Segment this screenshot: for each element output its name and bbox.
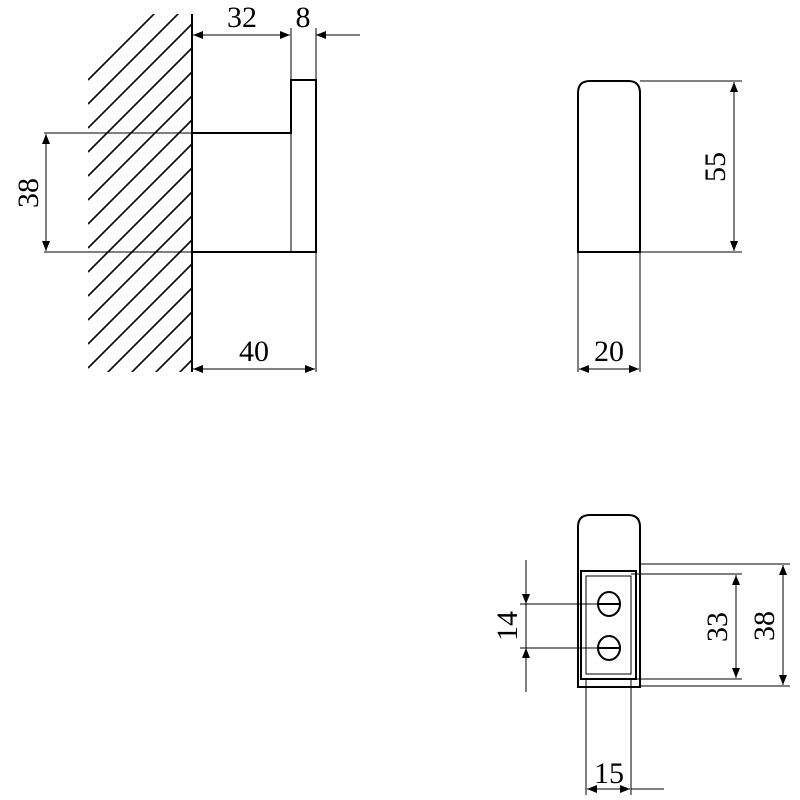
dimension-label-15: 15	[594, 757, 624, 790]
hatch-line	[88, 432, 192, 536]
hatch-line	[88, 47, 192, 153]
hook-rear-outline	[577, 514, 641, 688]
hatch-line	[88, 263, 192, 369]
screw-hole-bottom	[597, 635, 621, 661]
dimension-label-55: 55	[699, 152, 732, 182]
hatch-line	[130, 311, 192, 372]
dimension-label-33: 33	[701, 612, 734, 642]
hatch-line	[88, 384, 192, 488]
dimension-label-32: 32	[227, 1, 257, 34]
hatch-line	[88, 239, 192, 345]
hatch-line	[88, 95, 192, 201]
front-view: 55 20	[577, 80, 742, 373]
hook-profile	[192, 79, 317, 253]
hatch-line	[88, 14, 180, 105]
hatch-line	[178, 359, 192, 372]
hook-front-outline	[577, 80, 641, 253]
wall-hatching	[88, 14, 192, 584]
hatch-line	[88, 14, 156, 81]
rear-view: 14 33 38 15	[491, 514, 790, 795]
mounting-plate-inner	[585, 575, 632, 675]
hatch-line	[154, 335, 192, 372]
dimension-label-38-side: 38	[12, 178, 45, 208]
dimension-label-38-rear: 38	[748, 611, 781, 641]
dimension-label-20: 20	[594, 335, 624, 368]
hatch-line	[88, 167, 192, 273]
side-view: 32 8 38 40	[12, 1, 360, 584]
hatch-line	[88, 480, 192, 584]
hatch-line	[88, 119, 192, 225]
hatch-line	[88, 408, 192, 512]
hatch-line	[88, 71, 192, 177]
hatch-line	[88, 143, 192, 249]
hatch-line	[88, 456, 192, 560]
hatch-line	[88, 191, 192, 297]
dimension-label-8: 8	[296, 1, 311, 34]
mounting-plate-outer	[580, 570, 637, 680]
dimension-label-40: 40	[239, 335, 269, 368]
dimension-label-14: 14	[491, 611, 524, 641]
screw-hole-top	[597, 591, 621, 617]
hatch-line	[106, 287, 192, 372]
hatch-line	[88, 215, 192, 321]
hatch-line	[88, 23, 192, 129]
